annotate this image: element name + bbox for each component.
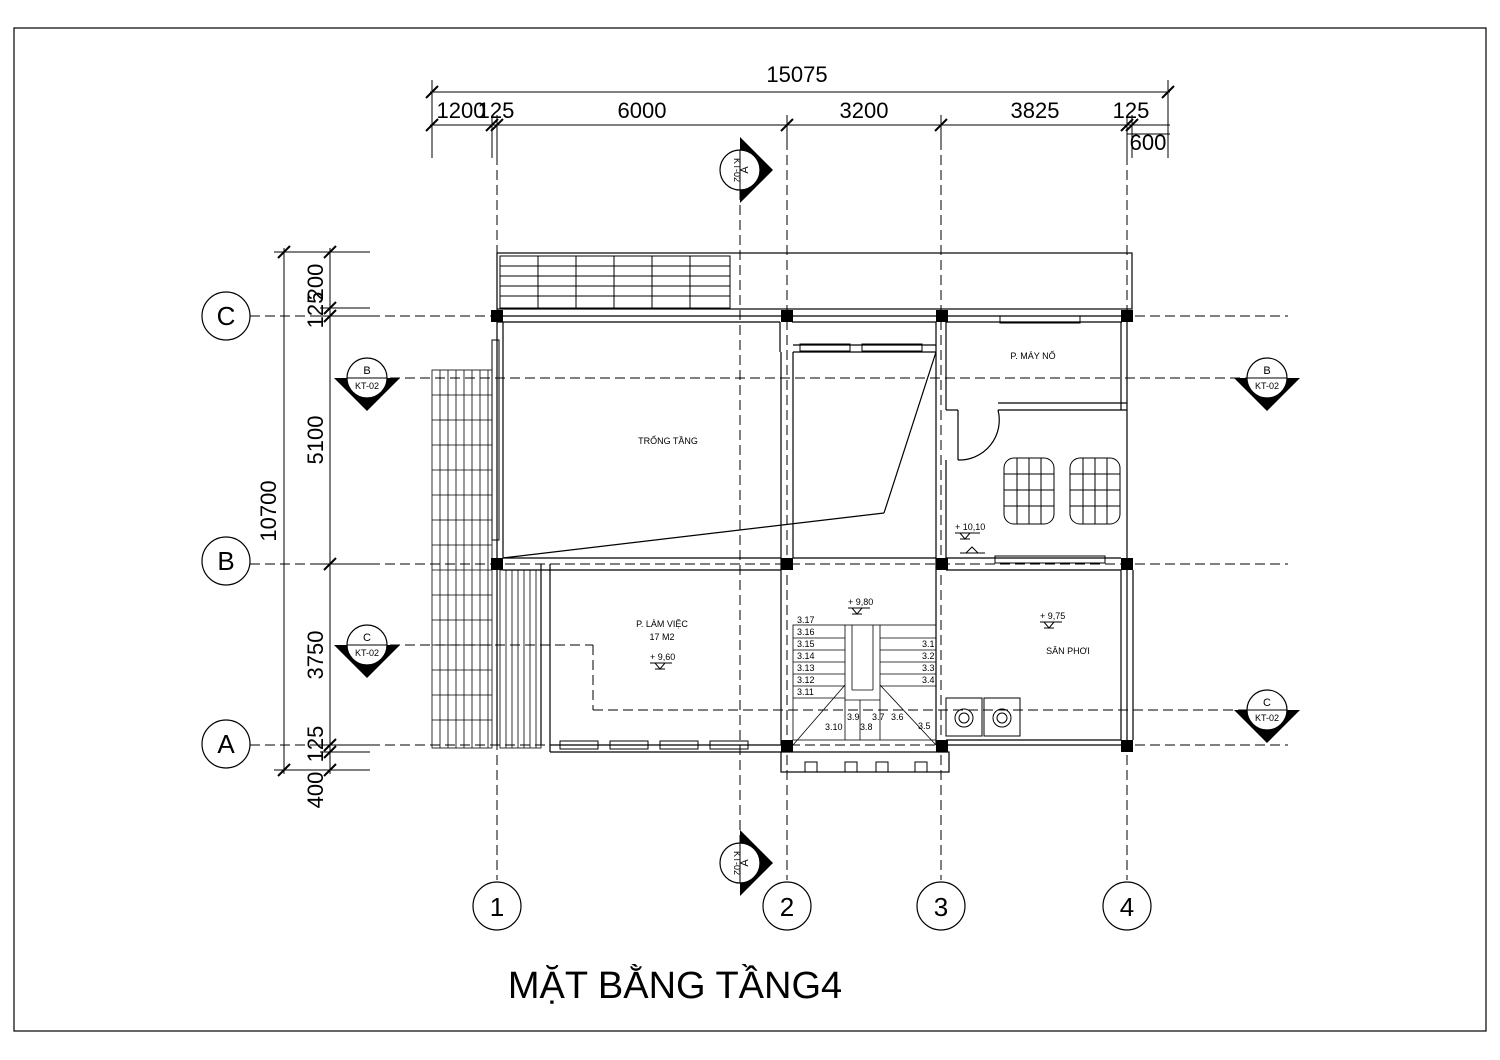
- grid-bubble-A: A: [201, 719, 251, 769]
- grid-bubble-C: C: [201, 291, 251, 341]
- structural-columns: [491, 310, 1133, 752]
- water-tank-1: [1003, 457, 1055, 525]
- svg-text:KT-02: KT-02: [1255, 381, 1279, 391]
- svg-text:2: 2: [780, 892, 794, 922]
- dim-left-125b: 125: [303, 726, 328, 763]
- svg-text:+ 9,60: + 9,60: [650, 652, 675, 662]
- svg-text:C: C: [363, 632, 371, 644]
- svg-text:KT-02: KT-02: [355, 648, 379, 658]
- top-dimension-lines: [425, 80, 1175, 158]
- dim-left-3750: 3750: [303, 631, 328, 680]
- water-tank-2: [1069, 457, 1121, 525]
- stair-step-labels-bottom: 3.10 3.9 3.8 3.7 3.6 3.5: [825, 712, 931, 732]
- svg-text:3.12: 3.12: [797, 675, 815, 685]
- svg-text:+ 9,75: + 9,75: [1040, 611, 1065, 621]
- drawing-title: MẶT BẰNG TẦNG4: [508, 963, 842, 1007]
- dim-top-total: 15075: [766, 62, 827, 87]
- svg-text:C: C: [217, 301, 236, 331]
- dim-left-125a: 125: [303, 292, 328, 329]
- svg-text:3.7: 3.7: [872, 712, 885, 722]
- stair-landing-marks: [804, 761, 928, 773]
- grid-lines: [250, 125, 1288, 880]
- svg-text:3.17: 3.17: [797, 615, 815, 625]
- svg-text:KT-02: KT-02: [1255, 713, 1279, 723]
- svg-text:3.6: 3.6: [891, 712, 904, 722]
- dim-top-1200: 1200: [437, 98, 486, 123]
- side-facade-grille: [431, 369, 542, 749]
- level-mark-office: + 9,60: [650, 652, 675, 670]
- svg-text:A: A: [217, 729, 235, 759]
- room-label-drying-yard: SÂN PHƠI: [1046, 646, 1090, 656]
- svg-text:A: A: [739, 166, 751, 174]
- stairs: [792, 624, 937, 746]
- washing-machines: [945, 697, 1021, 737]
- svg-text:B: B: [363, 365, 370, 377]
- svg-text:C: C: [1263, 697, 1271, 709]
- svg-text:KT-02: KT-02: [355, 381, 379, 391]
- grid-bubble-4: 4: [1102, 881, 1152, 931]
- dim-left-400: 400: [303, 772, 328, 809]
- grid-bubble-B: B: [201, 536, 251, 586]
- svg-text:3.11: 3.11: [797, 687, 814, 697]
- svg-text:KT-02: KT-02: [732, 158, 742, 182]
- section-marker-A-bottom: A KT-02: [719, 830, 773, 896]
- svg-text:3.2: 3.2: [922, 651, 935, 661]
- svg-text:3.1: 3.1: [922, 639, 935, 649]
- svg-text:+ 10,10: + 10,10: [955, 522, 985, 532]
- svg-text:3.3: 3.3: [922, 663, 935, 673]
- room-label-void: TRỐNG TẦNG: [638, 435, 698, 446]
- section-marker-C-right: C KT-02: [1234, 689, 1300, 743]
- section-marker-A-top: A KT-02: [719, 137, 773, 203]
- level-mark-drying: + 9,75: [1040, 611, 1065, 629]
- walls: [496, 252, 1134, 773]
- svg-text:3.5: 3.5: [918, 721, 931, 731]
- svg-text:4: 4: [1120, 892, 1134, 922]
- svg-text:3.15: 3.15: [797, 639, 815, 649]
- step-symbols: [960, 546, 985, 554]
- svg-text:3.8: 3.8: [860, 722, 873, 732]
- room-label-generator: P. MÁY NỔ: [1010, 350, 1055, 361]
- room-label-office: P. LÀM VIỆC: [636, 619, 688, 629]
- dim-top-6000: 6000: [618, 98, 667, 123]
- grid-bubble-3: 3: [916, 881, 966, 931]
- dim-top-3200: 3200: [840, 98, 889, 123]
- svg-text:3.13: 3.13: [797, 663, 815, 673]
- stair-step-labels-right: 3.1 3.2 3.3 3.4: [922, 639, 935, 685]
- grid-bubble-1: 1: [472, 881, 522, 931]
- svg-text:A: A: [739, 859, 751, 867]
- dim-top-3825: 3825: [1011, 98, 1060, 123]
- svg-text:3: 3: [934, 892, 948, 922]
- stair-step-labels-left: 3.17 3.16 3.15 3.14 3.13 3.12 3.11: [797, 615, 815, 697]
- dim-left-200: 200: [303, 264, 328, 301]
- dim-top-125b: 125: [1113, 98, 1150, 123]
- level-mark-stair: + 9,80: [848, 597, 873, 615]
- dim-left-5100: 5100: [303, 416, 328, 465]
- dim-top-600: 600: [1130, 130, 1167, 155]
- svg-text:3.16: 3.16: [797, 627, 815, 637]
- section-marker-C-left: C KT-02: [334, 624, 400, 678]
- svg-text:3.14: 3.14: [797, 651, 815, 661]
- svg-text:3.4: 3.4: [922, 675, 935, 685]
- drawing-border: [13, 27, 1487, 1032]
- left-dimension-lines: [274, 245, 370, 777]
- svg-text:3.10: 3.10: [825, 722, 843, 732]
- svg-text:B: B: [1263, 365, 1270, 377]
- svg-text:+ 9,80: + 9,80: [848, 597, 873, 607]
- svg-text:3.9: 3.9: [847, 712, 860, 722]
- svg-text:KT-02: KT-02: [732, 851, 742, 875]
- svg-text:1: 1: [490, 892, 504, 922]
- grid-bubble-2: 2: [762, 881, 812, 931]
- dim-top-125a: 125: [478, 98, 515, 123]
- dim-left-total: 10700: [256, 480, 281, 541]
- section-marker-B-right: B KT-02: [1234, 357, 1300, 411]
- svg-text:B: B: [217, 546, 234, 576]
- room-label-office-area: 17 M2: [649, 632, 674, 642]
- section-marker-B-left: B KT-02: [334, 357, 400, 411]
- level-mark-generator: + 10,10: [955, 522, 985, 540]
- balcony-grille: [499, 255, 731, 309]
